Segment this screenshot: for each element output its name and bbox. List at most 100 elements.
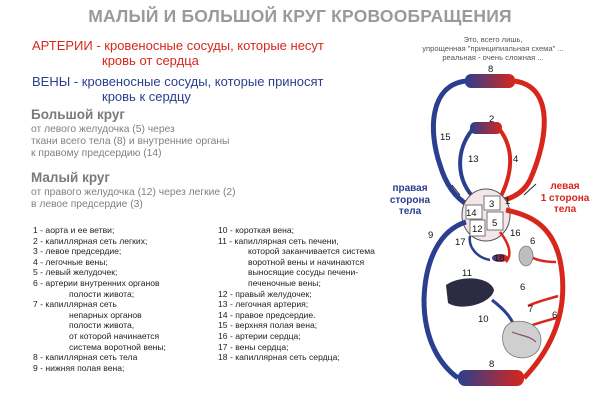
label-8-bottom: 8 xyxy=(489,359,494,370)
note-line: упрощенная "принципиальная схема" ... xyxy=(422,44,564,54)
legend-item: 10 - короткая вена; xyxy=(218,225,295,235)
arrow-icon xyxy=(451,184,461,196)
left-side-label: левая 1 сторона тела xyxy=(536,181,594,216)
label-15: 15 xyxy=(440,132,451,143)
legend-item: печеночные вены; xyxy=(248,277,321,288)
veins-definition: ВЕНЫ - кровеносные сосуды, которые прино… xyxy=(32,74,323,104)
page-title: МАЛЫЙ И БОЛЬШОЙ КРУГ КРОВООБРАЩЕНИЯ xyxy=(88,6,512,26)
legend-item: выносящие сосуды печени- xyxy=(248,267,359,278)
heart-veins xyxy=(468,235,491,262)
small-circle-line: в левое предсердие (3) xyxy=(31,199,143,211)
inferior-vena-cava xyxy=(421,219,467,381)
small-circle-heading: Малый круг xyxy=(31,170,111,185)
liver xyxy=(446,278,494,307)
visceral-artery-2 xyxy=(527,294,559,308)
legend-item: система воротной вены; xyxy=(69,341,166,352)
arteries-definition: АРТЕРИИ - кровеносные сосуды, которые не… xyxy=(32,38,324,68)
aorta-up xyxy=(495,78,547,205)
right-atrium xyxy=(465,204,483,220)
legend-item: 5 - левый желудочек; xyxy=(33,267,118,278)
right-ventricle xyxy=(469,219,486,237)
label-8-top: 8 xyxy=(488,64,493,75)
left-atrium xyxy=(483,195,501,211)
legend-item: воротной вены и начинаются xyxy=(248,256,365,267)
heart-arteries xyxy=(499,231,511,263)
heart-capillaries xyxy=(492,254,508,262)
right-side-line: правая xyxy=(392,183,428,194)
legend-item: 13 - легочная артерия; xyxy=(218,299,309,310)
label-6b: 6 xyxy=(520,282,525,293)
label-12: 12 xyxy=(472,224,483,235)
legend-item: 14 - правое предсердие. xyxy=(218,309,316,320)
left-side-line: 1 сторона xyxy=(540,192,590,204)
legend-item: 12 - правый желудочек; xyxy=(218,288,312,299)
big-circle-text: от левого желудочка (5) через ткани всег… xyxy=(31,124,229,161)
label-14: 14 xyxy=(466,208,477,219)
small-circle-text: от правого желудочка (12) через легкие (… xyxy=(31,187,236,211)
body-capillaries-top xyxy=(465,74,515,88)
label-4: 4 xyxy=(513,154,518,165)
legend-item: 8 - капиллярная сеть тела xyxy=(33,352,138,363)
label-6c: 6 xyxy=(552,310,557,321)
pulmonary-veins xyxy=(498,128,513,199)
big-circle-heading: Большой круг xyxy=(31,107,125,122)
schematic-note: Это, всего лишь, упрощенная "принципиаль… xyxy=(404,35,582,63)
legend-item: 4 - легочные вены; xyxy=(33,256,108,267)
legend-item: 3 - левое предсердие; xyxy=(33,246,122,257)
intestine-capillaries xyxy=(511,331,537,343)
label-5: 5 xyxy=(492,218,497,229)
label-3: 3 xyxy=(489,199,494,210)
label-7: 7 xyxy=(528,304,533,315)
legend-item: от которой начинается xyxy=(69,330,160,341)
arrow-icon xyxy=(523,183,537,196)
legend-item: 9 - нижняя полая вена; xyxy=(33,362,125,373)
label-9: 9 xyxy=(428,230,433,241)
veins-line-2: кровь к сердцу xyxy=(102,89,191,104)
right-side-line: сторона xyxy=(389,194,431,206)
label-10: 10 xyxy=(478,314,489,325)
note-line: реальная - очень сложная ... xyxy=(442,53,544,63)
legend-item: 11 - капиллярная сеть печени, xyxy=(218,235,339,246)
legend-item: полости живота; xyxy=(69,288,135,299)
legend-left: 1 - аорта и ее ветви; 2 - капиллярная се… xyxy=(33,225,166,373)
big-circle-line: от левого желудочка (5) через xyxy=(31,124,175,135)
legend-item: 15 - верхняя полая вена; xyxy=(218,320,318,331)
legend-right: 10 - короткая вена; 11 - капиллярная сет… xyxy=(218,225,375,363)
descending-aorta xyxy=(505,207,566,380)
lung-capillaries xyxy=(470,122,502,134)
circulation-diagram: 8 2 15 13 4 3 1 14 5 12 16 17 9 18 6 11 … xyxy=(421,64,566,386)
legend-item: 18 - капиллярная сеть сердца; xyxy=(218,352,340,363)
label-2: 2 xyxy=(489,114,494,125)
body-capillaries-bottom xyxy=(458,370,524,386)
arteries-line-2: кровь от сердца xyxy=(102,53,199,68)
left-side-line: левая xyxy=(550,181,580,192)
legend-item: 7 - капиллярная сеть xyxy=(33,299,117,310)
pulmonary-artery xyxy=(458,128,478,202)
legend-item: непарных органов xyxy=(69,309,142,320)
label-13: 13 xyxy=(468,154,479,165)
arteries-line-1: АРТЕРИИ - кровеносные сосуды, которые не… xyxy=(32,38,324,53)
big-circle-line: ткани всего тела (8) и внутренние органы xyxy=(31,136,230,148)
legend-item: которой заканчивается система xyxy=(248,246,375,257)
legend-item: 1 - аорта и ее ветви; xyxy=(33,225,115,235)
legend-item: 16 - артерии сердца; xyxy=(218,330,301,341)
superior-vena-cava xyxy=(430,78,470,208)
label-11: 11 xyxy=(462,268,472,279)
right-side-line: тела xyxy=(398,206,422,217)
left-ventricle xyxy=(486,211,504,231)
legend-item: 6 - артерии внутренних органов xyxy=(33,277,160,288)
right-side-label: правая сторона тела xyxy=(386,183,434,218)
label-18: 18 xyxy=(494,253,505,264)
small-circle-line: от правого желудочка (12) через легкие (… xyxy=(31,187,236,198)
label-6a: 6 xyxy=(530,236,535,247)
left-side-line: тела xyxy=(553,204,577,215)
label-16: 16 xyxy=(510,228,521,239)
legend-item: полости живота, xyxy=(69,320,135,331)
organ-kidney xyxy=(518,245,534,267)
unpaired-organs xyxy=(502,320,542,359)
label-17: 17 xyxy=(455,237,466,248)
label-1: 1 xyxy=(505,196,510,207)
note-line: Это, всего лишь, xyxy=(463,35,523,44)
veins-line-1: ВЕНЫ - кровеносные сосуды, которые прино… xyxy=(32,74,324,89)
